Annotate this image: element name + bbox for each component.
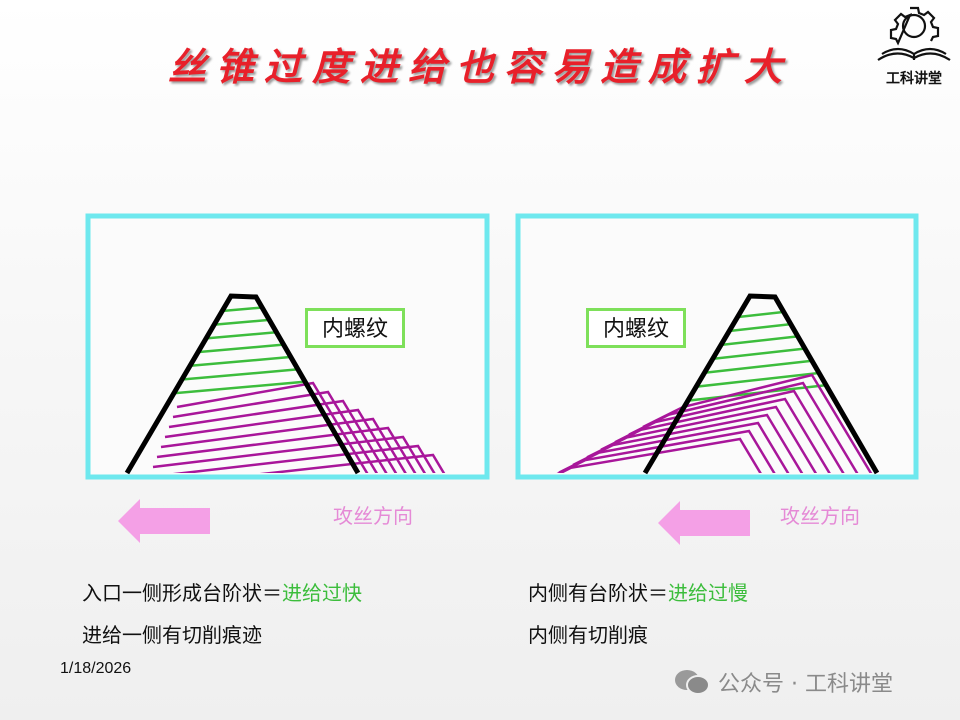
cut-line — [164, 408, 398, 473]
slide-title: 丝锥过度进给也容易造成扩大 — [167, 44, 792, 89]
right-direction-label: 攻丝方向 — [780, 504, 860, 528]
cut-line — [160, 417, 407, 473]
cut-line — [259, 453, 446, 473]
left-direction-arrow-icon — [118, 499, 210, 543]
right-caption-prefix: 内侧有台阶状＝ — [528, 581, 668, 605]
watermark-text: 公众号 · 工科讲堂 — [718, 672, 893, 697]
cut-line — [152, 435, 427, 473]
right-panel-label: 内螺纹 — [586, 308, 687, 348]
cut-line — [176, 381, 369, 473]
right-caption-line1: 内侧有台阶状＝进给过慢 — [528, 577, 748, 606]
cut-line — [168, 399, 388, 473]
left-panel-label: 内螺纹 — [305, 308, 406, 348]
right-caption-line2: 内侧有切削痕 — [528, 623, 648, 647]
right-direction-arrow-icon — [658, 501, 750, 545]
watermark: 公众号 · 工科讲堂 — [674, 666, 893, 698]
right-thread-profile — [642, 293, 880, 475]
left-thread-profile — [124, 293, 361, 475]
logo-text: 工科讲堂 — [886, 71, 942, 87]
left-direction-label: 攻丝方向 — [333, 504, 413, 528]
cut-line — [172, 390, 379, 473]
slide-date: 1/18/2026 — [60, 660, 132, 677]
left-magenta-cut-lines — [152, 381, 446, 473]
wechat-icon — [675, 670, 710, 695]
left-caption-line1: 入口一侧形成台阶状＝进给过快 — [82, 577, 362, 606]
left-caption-prefix: 入口一侧形成台阶状＝ — [82, 581, 282, 605]
right-panel-frame — [515, 213, 919, 480]
gear-book-icon — [877, 6, 951, 61]
left-caption-highlight: 进给过快 — [282, 581, 362, 605]
left-caption-line2: 进给一侧有切削痕迹 — [82, 623, 262, 647]
cut-line — [172, 444, 436, 473]
cut-line — [156, 426, 417, 473]
right-caption-highlight: 进给过慢 — [668, 581, 748, 605]
